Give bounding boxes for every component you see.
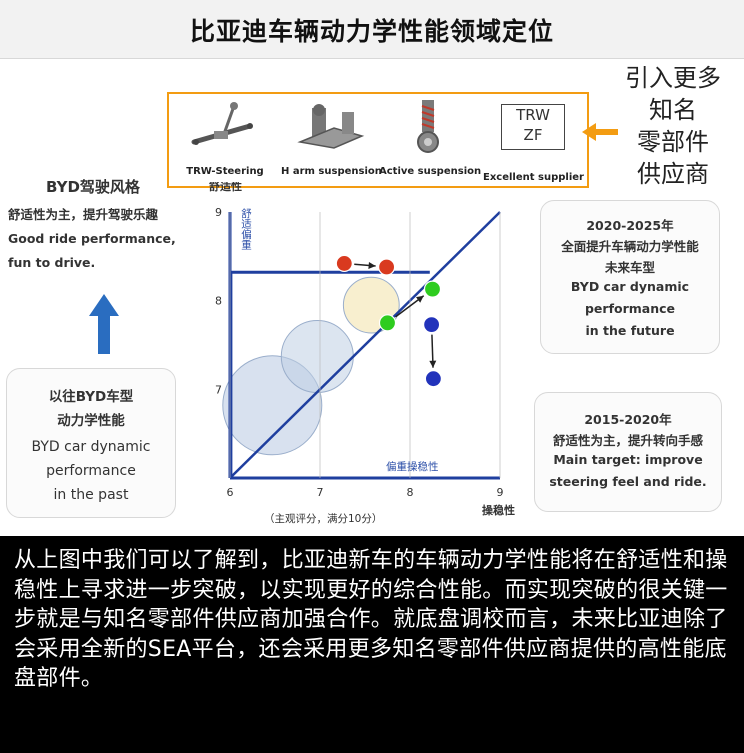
- callout-past: 以往BYD车型 动力学性能 BYD car dynamic performanc…: [6, 368, 176, 518]
- data-point-blue: [424, 370, 442, 388]
- x-axis-label: 操稳性: [482, 503, 515, 517]
- data-point-green: [423, 280, 442, 298]
- arrow-head: [368, 261, 376, 269]
- x-tick-label: 8: [407, 486, 414, 499]
- supplier-label: Active suspension: [379, 166, 482, 177]
- byd-driving-style: BYD驾驶风格 舒适性为主，提升驾驶乐趣 Good ride performan…: [8, 176, 198, 275]
- x-tick-label: 6: [227, 486, 234, 499]
- x-tick-label: 9: [497, 486, 504, 499]
- h-arm-suspension-icon: [297, 104, 365, 149]
- active-suspension-icon: [417, 100, 439, 153]
- y-axis-label: 舒适性: [209, 182, 242, 193]
- y-tick-label: 8: [215, 295, 222, 308]
- trw-zf-logo: TRW ZF: [501, 104, 565, 150]
- supplier-panel: TRW-Steering H arm suspension Active sus…: [167, 92, 589, 188]
- supplier-label: Excellent supplier: [483, 172, 584, 183]
- handling-bias-label: 偏重操稳性: [386, 460, 439, 473]
- summary-text: 从上图中我们可以了解到，比亚迪新车的车辆动力学性能将在舒适性和操稳性上寻求进一步…: [14, 548, 728, 691]
- supplier-label: TRW-Steering: [186, 166, 264, 177]
- data-point-green: [378, 314, 397, 332]
- title-bar: 比亚迪车辆动力学性能领域定位: [0, 0, 744, 59]
- supplier-note: 引入更多 知名 零部件 供应商: [625, 64, 721, 188]
- supplier-active-suspension: Active suspension: [379, 98, 482, 182]
- summary-panel: 从上图中我们可以了解到，比亚迪新车的车辆动力学性能将在舒适性和操稳性上寻求进一步…: [0, 536, 744, 753]
- scatter-chart: 6 7 8 9 7 8 9 舒适性 操稳性 偏重操稳性 （主观评分，满分10分） 舒适偏重: [209, 182, 515, 525]
- data-point-red: [378, 258, 396, 276]
- byd-style-heading: BYD驾驶风格: [46, 178, 140, 196]
- data-point-blue: [423, 316, 441, 334]
- supplier-trw-steering: TRW-Steering: [175, 98, 275, 182]
- callout-future: 2020-2025年 全面提升车辆动力学性能 未来车型 BYD car dyna…: [540, 200, 720, 354]
- arrow-head: [429, 360, 437, 368]
- callout-current: 2015-2020年 舒适性为主，提升转向手感 Main target: imp…: [534, 392, 722, 512]
- region-current: [280, 320, 354, 394]
- y-tick-label: 9: [215, 206, 222, 219]
- comfort-bias-label: 舒适偏重: [240, 207, 252, 250]
- data-point-red: [335, 254, 353, 273]
- byd-style-text: 舒适性为主，提升驾驶乐趣 Good ride performance, fun …: [8, 207, 176, 270]
- supplier-h-arm: H arm suspension: [281, 98, 382, 182]
- page-title: 比亚迪车辆动力学性能领域定位: [189, 17, 554, 46]
- chart-note: （主观评分，满分10分）: [264, 513, 382, 525]
- supplier-excellent: TRW ZF Excellent supplier: [483, 98, 584, 183]
- steering-rack-icon: [191, 102, 253, 145]
- x-tick-label: 7: [317, 486, 324, 499]
- supplier-label: H arm suspension: [281, 166, 382, 177]
- y-tick-label: 7: [215, 383, 222, 396]
- arrow-head: [415, 295, 424, 303]
- diagonal-line: [229, 211, 501, 479]
- arrow-up-icon: [89, 294, 119, 354]
- arrow-left-icon: [582, 123, 618, 141]
